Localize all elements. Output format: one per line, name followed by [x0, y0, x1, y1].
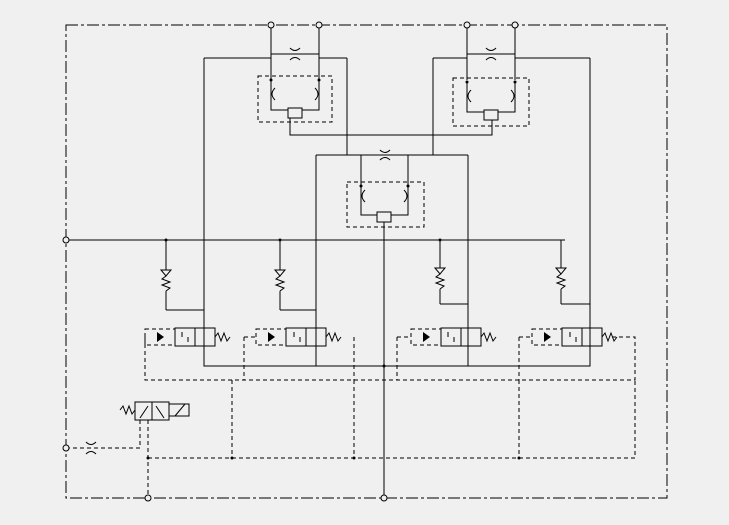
directional-valve-1	[144, 327, 231, 347]
check-valve-1	[159, 240, 204, 311]
assembly-boundary	[65, 24, 668, 499]
check-valve-3	[433, 240, 468, 305]
directional-valve-2	[255, 327, 342, 347]
pilot-orifice	[62, 441, 97, 455]
check-valve-2	[273, 240, 316, 311]
top-ports	[267, 21, 519, 29]
solenoid-pilot-valve	[69, 401, 190, 502]
flow-divider-right	[452, 28, 530, 127]
flow-divider-left	[257, 28, 333, 123]
directional-valve-4	[531, 327, 618, 347]
return-line	[203, 346, 591, 368]
check-valve-4	[554, 240, 590, 305]
flow-divider-center	[316, 149, 468, 228]
pilot-lines	[144, 336, 636, 460]
directional-valve-3	[410, 327, 497, 347]
main-pressure-line	[62, 236, 565, 244]
